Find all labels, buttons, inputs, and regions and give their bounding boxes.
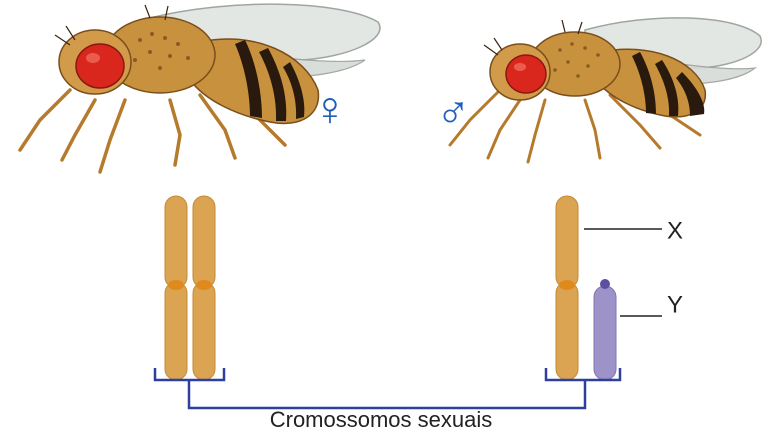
chromosome-x-female-2 — [193, 196, 215, 380]
male-symbol-icon: ♂ — [436, 86, 471, 138]
male-fly-illustration — [450, 18, 761, 162]
chromosome-x-male — [556, 196, 578, 380]
female-chromosome-pair — [165, 196, 215, 380]
caption: Cromossomos sexuais — [270, 407, 493, 432]
x-label: X — [667, 217, 683, 244]
female-symbol-icon: ♀ — [312, 83, 348, 136]
chromosome-x-female-1 — [165, 196, 187, 380]
sex-chromosomes-bracket — [155, 368, 620, 408]
y-label: Y — [667, 291, 683, 318]
male-chromosome-pair — [556, 196, 616, 380]
chromosome-y-male — [594, 279, 616, 380]
